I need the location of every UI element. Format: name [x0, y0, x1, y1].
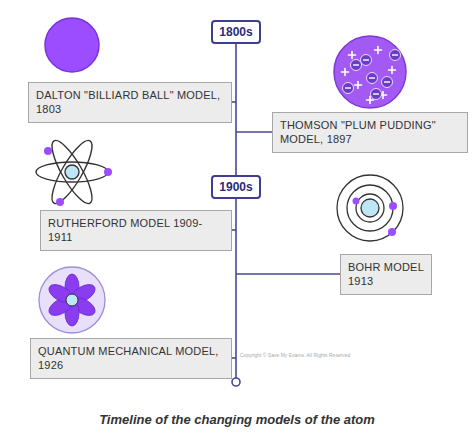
timeline-line	[235, 44, 237, 175]
branch-line	[236, 131, 272, 133]
branch-line	[236, 273, 340, 275]
node-text: THOMSON "PLUM PUDDING" MODEL, 1897	[280, 118, 460, 147]
rutherford-atom	[36, 136, 112, 208]
model-label: BOHR MODEL 1913	[340, 254, 432, 295]
model-label: RUTHERFORD MODEL 1909-1911	[40, 210, 232, 251]
plum-pudding-atom	[334, 36, 406, 108]
watermark: Copyright © Save My Exams. All Rights Re…	[240, 352, 350, 358]
timeline-line	[235, 199, 237, 378]
model-label: DALTON "BILLIARD BALL" MODEL, 1803	[28, 82, 232, 123]
billiard-ball-atom	[45, 18, 99, 72]
node-text: 1800s	[219, 25, 252, 39]
era-label: 1800s	[211, 20, 260, 44]
model-label: THOMSON "PLUM PUDDING" MODEL, 1897	[272, 112, 468, 153]
model-label: QUANTUM MECHANICAL MODEL, 1926	[30, 338, 232, 379]
bohr-atom	[337, 175, 403, 241]
timeline-end	[232, 378, 240, 386]
node-text: 1900s	[219, 180, 252, 194]
era-label: 1900s	[211, 175, 260, 199]
quantum-atom	[39, 267, 105, 333]
node-text: BOHR MODEL 1913	[348, 260, 424, 289]
node-text: RUTHERFORD MODEL 1909-1911	[48, 216, 224, 245]
node-text: QUANTUM MECHANICAL MODEL, 1926	[38, 344, 224, 373]
node-text: DALTON "BILLIARD BALL" MODEL, 1803	[36, 88, 224, 117]
caption: Timeline of the changing models of the a…	[0, 412, 474, 427]
